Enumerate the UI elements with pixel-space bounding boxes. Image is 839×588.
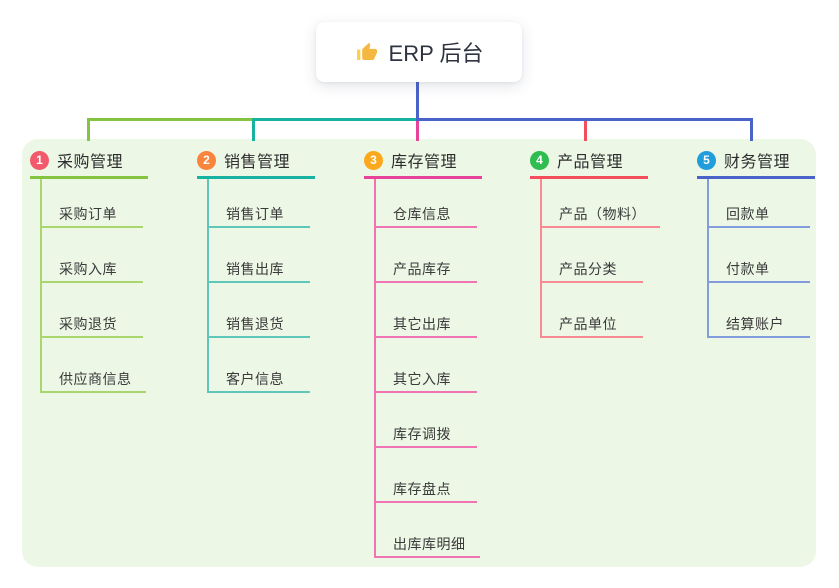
branch-title: 产品管理 bbox=[557, 154, 624, 171]
branch-number-badge: 3 bbox=[364, 150, 383, 170]
bus-segment-3 bbox=[416, 118, 753, 121]
drop-branch-5 bbox=[750, 118, 753, 141]
child-node[interactable]: 采购退货 bbox=[42, 283, 143, 338]
branch-node[interactable]: 4 产品管理 bbox=[530, 148, 648, 179]
child-node[interactable]: 采购入库 bbox=[42, 228, 143, 283]
branch-number-badge: 2 bbox=[197, 150, 216, 170]
child-node[interactable]: 销售出库 bbox=[209, 228, 310, 283]
root-connector bbox=[416, 82, 419, 121]
child-node[interactable]: 库存调拨 bbox=[376, 393, 477, 448]
drop-branch-4 bbox=[584, 121, 587, 141]
branch-children: 仓库信息产品库存其它出库其它入库库存调拨库存盘点出库库明细 bbox=[374, 179, 482, 558]
thumbs-up-icon bbox=[355, 40, 379, 64]
branch-title: 财务管理 bbox=[724, 154, 791, 171]
root-title: ERP 后台 bbox=[388, 41, 484, 66]
child-node[interactable]: 产品（物料） bbox=[542, 179, 660, 228]
branch-1: 1 采购管理采购订单采购入库采购退货供应商信息 bbox=[30, 148, 148, 393]
child-node[interactable]: 回款单 bbox=[709, 179, 810, 228]
child-node[interactable]: 供应商信息 bbox=[42, 338, 146, 393]
branch-children: 销售订单销售出库销售退货客户信息 bbox=[207, 179, 315, 393]
child-node[interactable]: 销售订单 bbox=[209, 179, 310, 228]
child-node[interactable]: 结算账户 bbox=[709, 283, 810, 338]
bus-segment-1 bbox=[87, 118, 253, 121]
child-node[interactable]: 其它入库 bbox=[376, 338, 477, 393]
root-node[interactable]: ERP 后台 bbox=[316, 22, 522, 82]
child-node[interactable]: 仓库信息 bbox=[376, 179, 477, 228]
branch-node[interactable]: 1 采购管理 bbox=[30, 148, 148, 179]
child-node[interactable]: 产品分类 bbox=[542, 228, 643, 283]
bus-segment-2 bbox=[252, 118, 417, 121]
child-node[interactable]: 销售退货 bbox=[209, 283, 310, 338]
branch-2: 2 销售管理销售订单销售出库销售退货客户信息 bbox=[197, 148, 315, 393]
branch-title: 库存管理 bbox=[391, 154, 458, 171]
drop-branch-3 bbox=[416, 121, 419, 141]
child-node[interactable]: 客户信息 bbox=[209, 338, 310, 393]
branch-node[interactable]: 2 销售管理 bbox=[197, 148, 315, 179]
branch-node[interactable]: 5 财务管理 bbox=[697, 148, 815, 179]
branch-number-badge: 1 bbox=[30, 150, 49, 170]
branch-number-badge: 4 bbox=[530, 150, 549, 170]
child-node[interactable]: 出库库明细 bbox=[376, 503, 480, 558]
branch-node[interactable]: 3 库存管理 bbox=[364, 148, 482, 179]
branch-children: 回款单付款单结算账户 bbox=[707, 179, 815, 338]
child-node[interactable]: 其它出库 bbox=[376, 283, 477, 338]
branch-4: 4 产品管理产品（物料）产品分类产品单位 bbox=[530, 148, 660, 338]
branch-title: 采购管理 bbox=[57, 154, 124, 171]
branch-title: 销售管理 bbox=[224, 154, 291, 171]
branch-5: 5 财务管理回款单付款单结算账户 bbox=[697, 148, 815, 338]
drop-branch-1 bbox=[87, 118, 90, 141]
branch-children: 采购订单采购入库采购退货供应商信息 bbox=[40, 179, 148, 393]
drop-branch-2 bbox=[252, 118, 255, 141]
branch-children: 产品（物料）产品分类产品单位 bbox=[540, 179, 660, 338]
child-node[interactable]: 产品单位 bbox=[542, 283, 643, 338]
branch-number-badge: 5 bbox=[697, 150, 716, 170]
mindmap-panel: 1 采购管理采购订单采购入库采购退货供应商信息 2 销售管理销售订单销售出库销售退货客… bbox=[22, 139, 816, 567]
child-node[interactable]: 采购订单 bbox=[42, 179, 143, 228]
child-node[interactable]: 产品库存 bbox=[376, 228, 477, 283]
branch-3: 3 库存管理仓库信息产品库存其它出库其它入库库存调拨库存盘点出库库明细 bbox=[364, 148, 482, 558]
child-node[interactable]: 付款单 bbox=[709, 228, 810, 283]
child-node[interactable]: 库存盘点 bbox=[376, 448, 477, 503]
